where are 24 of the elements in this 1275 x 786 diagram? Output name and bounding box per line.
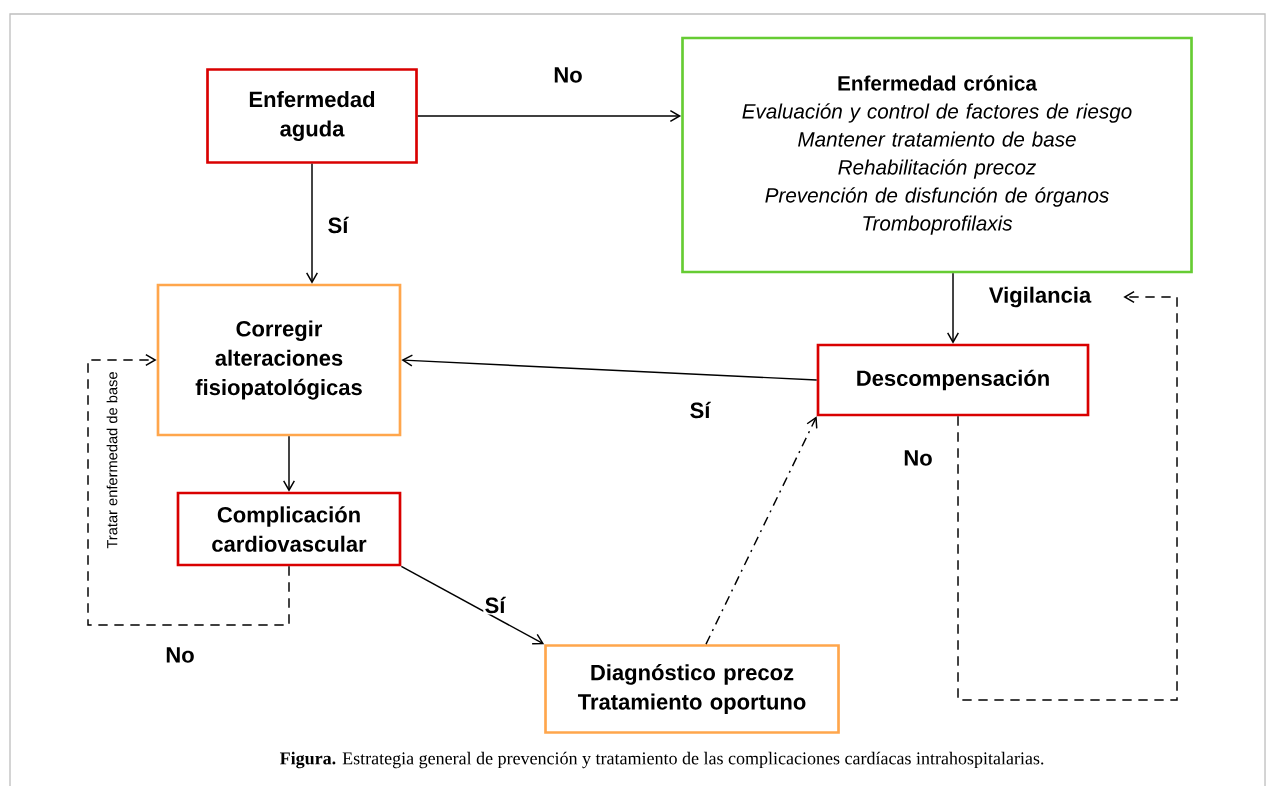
arrow	[946, 272, 960, 344]
process-box: Enfermedad aguda	[206, 68, 418, 164]
arrow	[957, 290, 1178, 701]
side-note: Tratar enfermedad de base	[106, 372, 118, 549]
process-box: Enfermedad crónica Evaluación y control de factores de riesgo Mantener tratamiento de base Rehabilitación precoz Prevención de disfunción de órganos Tromboprofilaxis	[681, 36, 1193, 274]
edge-label: No	[552, 66, 584, 84]
edge-label: Sí	[326, 215, 350, 235]
edge-label: No	[164, 646, 196, 664]
process-box: Corregir alteraciones fisiopatológicas	[156, 283, 402, 437]
edge-label: Sí	[688, 400, 712, 420]
bare-label: Vigilancia	[989, 286, 1092, 308]
arrow	[401, 354, 818, 381]
edge-label: No	[902, 449, 934, 467]
arrow	[282, 435, 296, 492]
arrow	[305, 163, 319, 284]
process-box: Diagnóstico precoz Tratamiento oportuno	[544, 644, 840, 734]
arrow	[705, 416, 818, 645]
caption: Figura. Estrategia general de prevención y tratamiento de las complicaciones cardíacas intrahospitalarias.	[279, 751, 1044, 769]
edge-label: Sí	[483, 595, 507, 615]
process-box: Complicación cardiovascular	[176, 491, 402, 567]
arrow	[87, 353, 290, 626]
process-box: Descompensación	[816, 343, 1090, 417]
arrow	[400, 565, 545, 645]
arrow	[417, 109, 682, 123]
